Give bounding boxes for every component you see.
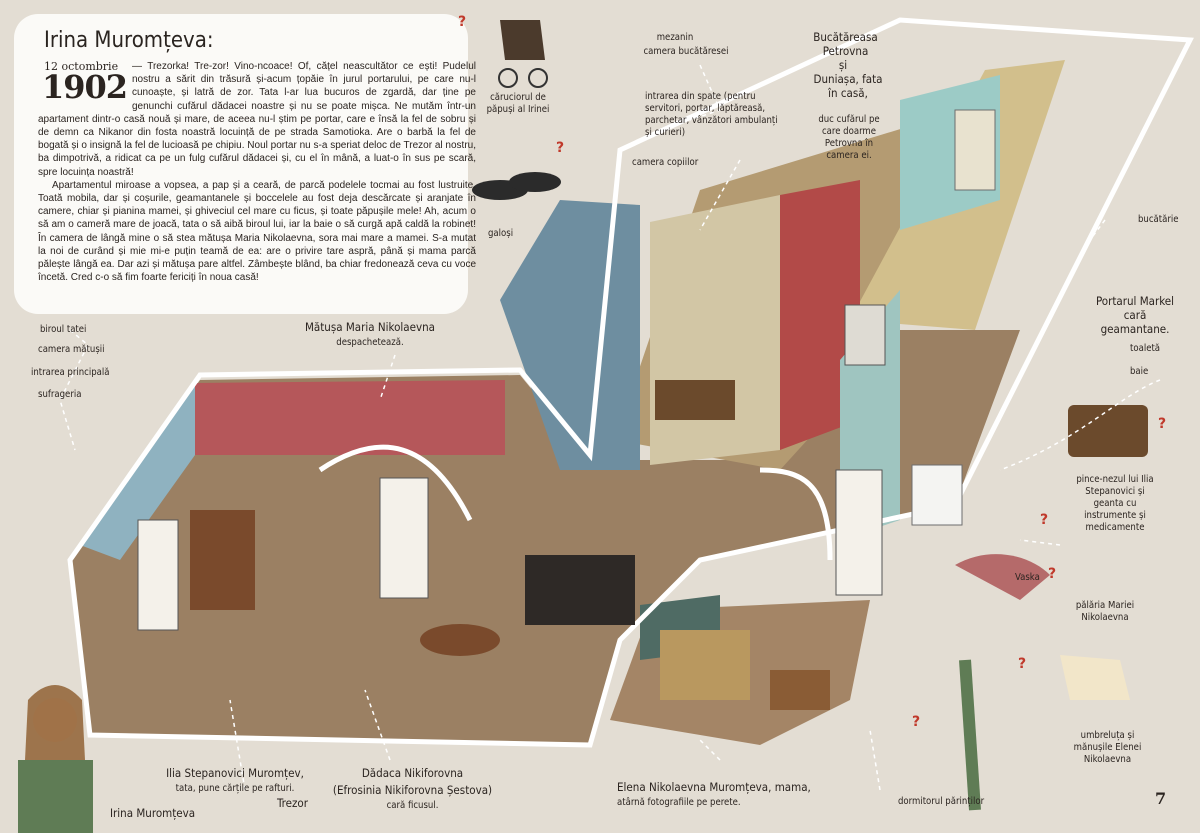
label-galoshes: galoși: [488, 228, 514, 239]
label-porter: Portarul Markel cară geamantane.: [1095, 294, 1175, 336]
hat: [955, 554, 1050, 600]
girl-dress: [18, 760, 93, 833]
kitchen-stove: [844, 304, 886, 366]
wardrobe: [954, 109, 996, 191]
label-hat: pălăria Mariei Nikolaevna: [1075, 600, 1135, 623]
story-card: Irina Muromțeva: 12 octombrie 1902 — Tre…: [14, 14, 476, 314]
label-father: Ilia Stepanovici Muromțev,: [166, 766, 304, 780]
story-paragraph: Apartamentul miroase a vopsea, a pap și …: [38, 179, 476, 284]
piano: [525, 555, 635, 625]
label-main-entrance: intrarea principală: [31, 367, 110, 378]
table: [420, 624, 500, 656]
wall-aunt: [500, 200, 640, 470]
question-mark: ?: [1018, 656, 1027, 672]
story-date: 12 octombrie: [44, 60, 119, 73]
label-kitchen: bucătărie: [1138, 214, 1179, 225]
gloves: [1060, 655, 1130, 700]
label-mother-note: atârnă fotografiile pe perete.: [617, 797, 741, 808]
doctor-bag: [1068, 405, 1148, 457]
label-dog: Trezor: [277, 796, 309, 810]
question-mark: ?: [1040, 512, 1049, 528]
curved-wall-2: [759, 467, 833, 561]
label-maid-note: duc cufărul pe care doarme Petrovna în c…: [818, 114, 880, 161]
label-aunt-note: despachetează.: [336, 337, 404, 348]
label-nanny-full: (Efrosinia Nikiforovna Șestova): [332, 783, 493, 797]
story-year: 1902: [42, 68, 128, 106]
label-toilet: toaletă: [1130, 343, 1161, 354]
umbrella: [959, 659, 981, 811]
beds: [660, 630, 750, 700]
wall-children: [650, 195, 780, 465]
label-back-entrance: intrarea din spate (pentru servitori, po…: [645, 91, 778, 138]
question-mark: ?: [1158, 416, 1167, 432]
luggage: [770, 670, 830, 710]
label-umbrella: umbreluța și mănușile Elenei Nikolaevna: [1073, 730, 1142, 765]
label-cook-room: camera bucătăresei: [643, 46, 729, 57]
question-mark: ?: [912, 714, 921, 730]
label-dining-room: sufrageria: [38, 389, 82, 400]
label-nanny-note: cară ficusul.: [386, 800, 439, 811]
label-pince-nez: pince-nezul lui Ilia Stepanovici și gean…: [1076, 474, 1154, 533]
pram-wheel-2: [528, 68, 548, 88]
outer-walls: [67, 17, 1194, 748]
question-mark: ?: [556, 140, 565, 156]
label-cook: Bucătăreasa Petrovna: [813, 30, 878, 58]
label-father-note: tata, pune cărțile pe rafturi.: [175, 783, 295, 794]
label-irina: Irina Muromțeva: [110, 806, 196, 820]
label-bathroom: baie: [1130, 366, 1149, 377]
label-maid: Duniașa, fata în casă,: [813, 72, 883, 100]
stove-tiles-3: [137, 519, 179, 631]
trunk: [655, 380, 735, 420]
leader-lines: [59, 64, 1161, 791]
curved-wall: [318, 444, 473, 522]
stove-tiles: [379, 477, 429, 599]
stove-tiles-2: [835, 469, 883, 596]
label-cat: Vaska: [1015, 572, 1040, 583]
bookcase: [190, 510, 255, 610]
label-aunt-room: camera mătușii: [38, 344, 105, 355]
pram-wheel: [498, 68, 518, 88]
label-and: și: [838, 58, 848, 72]
label-mother: Elena Nikolaevna Muromțeva, mama,: [617, 780, 811, 794]
label-mezzanine: mezanin: [656, 32, 694, 43]
galoshes-2: [509, 172, 561, 192]
label-nanny: Dădaca Nikiforovna: [361, 766, 464, 780]
story-paragraph: — Trezorka! Tre-zor! Vino-ncoace! Of, că…: [38, 61, 476, 178]
label-children-room: camera copiilor: [632, 157, 699, 168]
question-mark: ?: [458, 14, 467, 30]
label-parents-bedroom: dormitorul părinților: [898, 796, 985, 807]
girl-hair: [25, 685, 85, 760]
story-text: — Trezorka! Tre-zor! Vino-ncoace! Of, că…: [38, 60, 476, 284]
wall-dining: [195, 380, 505, 455]
page-number: 7: [1155, 789, 1167, 808]
bathtub: [911, 464, 963, 526]
label-doll-pram: căruciorul de păpuși al Irinei: [486, 92, 550, 115]
label-study: biroul tatei: [40, 324, 87, 335]
question-mark: ?: [1048, 566, 1057, 582]
story-author: Irina Muromțeva:: [44, 28, 214, 53]
doll-pram: [500, 20, 545, 60]
label-aunt: Mătușa Maria Nikolaevna: [304, 320, 436, 334]
wall-study: [80, 385, 195, 560]
